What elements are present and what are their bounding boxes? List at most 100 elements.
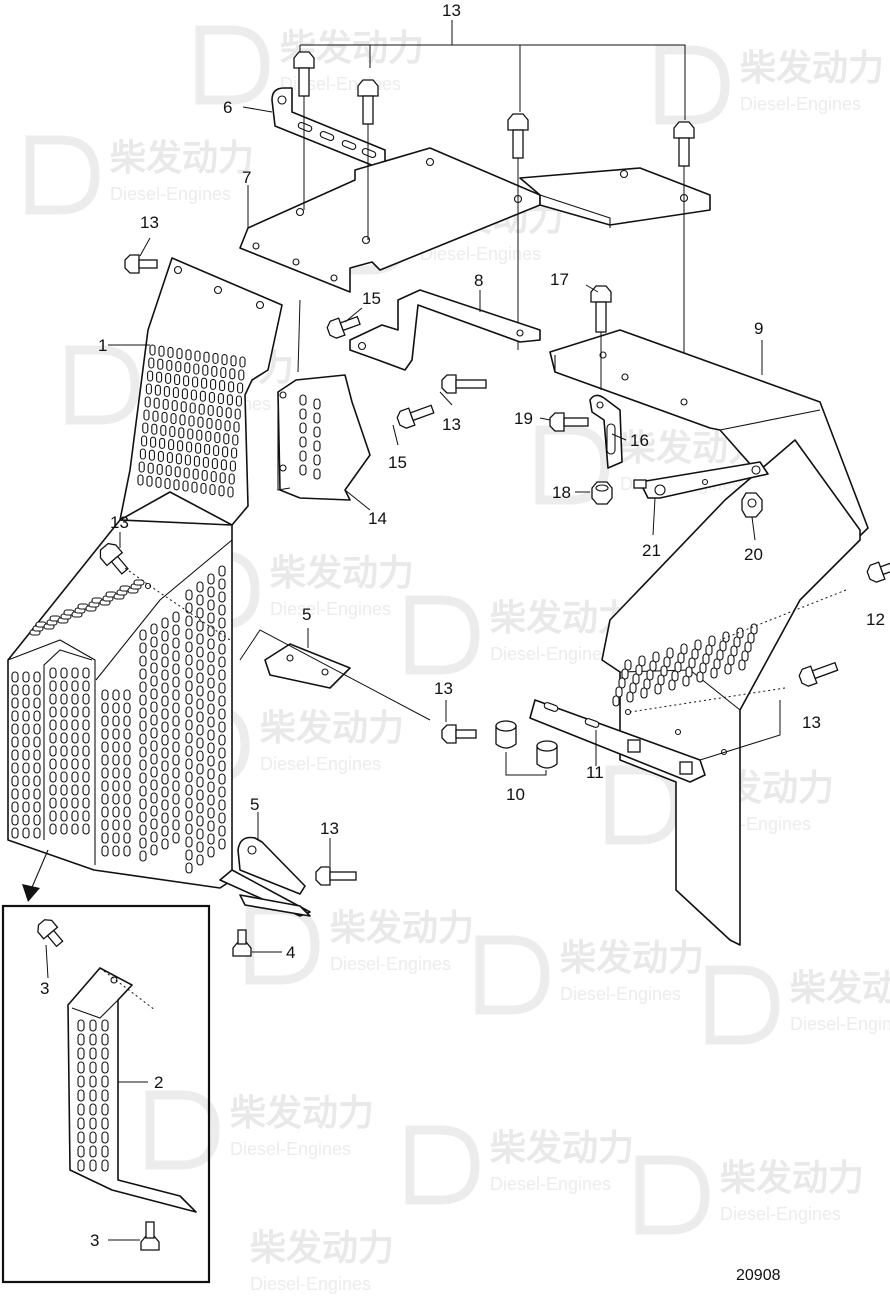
grille-slot <box>225 407 232 419</box>
grille-slot <box>60 823 68 835</box>
callout-15-b: 15 <box>388 453 407 472</box>
callout-13-left: 13 <box>110 513 129 532</box>
grille-slot <box>139 694 147 706</box>
grille-slot <box>185 641 193 653</box>
grille-slot <box>196 841 204 853</box>
grille-slot <box>123 728 131 740</box>
grille-slot <box>196 776 204 788</box>
grille-slot <box>101 1033 109 1046</box>
grille-slot <box>139 850 147 862</box>
grille-slot <box>235 395 242 407</box>
grille-slot <box>207 729 215 741</box>
grille-slot <box>150 766 158 778</box>
grille-slot <box>123 806 131 818</box>
grille-slot <box>138 461 145 473</box>
watermark-logo-icon <box>405 1125 480 1205</box>
grille-slot <box>196 854 204 866</box>
grille-slot <box>196 750 204 762</box>
grille-slot <box>181 388 188 400</box>
grille-slot <box>299 422 307 434</box>
part-14-bracket <box>277 299 371 501</box>
grille-slot <box>671 670 679 682</box>
bolt-13-left-top <box>124 237 158 274</box>
grille-slot <box>171 400 178 412</box>
grille-slot <box>141 435 148 447</box>
grille-slot <box>299 450 307 462</box>
grille-slot <box>60 719 68 731</box>
grille-slot <box>11 788 19 800</box>
grille-slot <box>218 591 226 603</box>
grille-slot <box>161 669 169 681</box>
grille-slot <box>139 720 147 732</box>
grille-slot <box>218 485 225 497</box>
grille-slot <box>172 715 180 727</box>
grille-slot <box>668 679 676 691</box>
grille-slot <box>165 465 172 477</box>
grille-slot <box>218 643 226 655</box>
grille-slot <box>200 482 207 494</box>
grille-slot <box>150 727 158 739</box>
detail-inset <box>1 904 211 1284</box>
grille-slot <box>313 412 321 424</box>
grille-slot <box>71 680 79 692</box>
grille-slot <box>207 664 215 676</box>
watermark-cn: 柴发动力 <box>260 708 404 749</box>
grille-slot <box>101 715 109 727</box>
grille-slot <box>11 671 19 683</box>
down-arrow-icon <box>22 849 49 902</box>
grille-slot <box>185 784 193 796</box>
grille-slot <box>71 784 79 796</box>
grille-slot <box>218 578 226 590</box>
callout-3-b: 3 <box>90 1231 99 1250</box>
grille-slot <box>123 689 131 701</box>
grille-slot <box>123 715 131 727</box>
watermark-logo-icon <box>605 765 680 845</box>
grille-slot <box>101 754 109 766</box>
grille-slot <box>185 654 193 666</box>
grille-slot <box>60 680 68 692</box>
grille-slot <box>207 742 215 754</box>
grille-slot <box>49 771 57 783</box>
grille-slot <box>624 659 632 671</box>
grille-slot <box>207 846 215 858</box>
callout-13-mid: 13 <box>434 679 453 698</box>
grille-slot <box>165 372 172 384</box>
grille-slot <box>218 695 226 707</box>
grille-slot <box>71 758 79 770</box>
grille-slot <box>231 447 238 459</box>
grille-slot <box>11 827 19 839</box>
bolt-17 <box>590 285 612 390</box>
grille-slot <box>152 410 159 422</box>
grille-slot <box>33 710 41 722</box>
grille-slot <box>33 801 41 813</box>
grille-slot <box>196 633 204 645</box>
grille-slot <box>161 799 169 811</box>
grille-1-lower-slots <box>11 565 226 874</box>
grille-slot <box>172 702 180 714</box>
grille-slot <box>112 689 120 701</box>
watermark-en: Diesel-Engines <box>740 94 861 114</box>
grille-slot <box>172 663 180 675</box>
callout-14: 14 <box>368 509 387 528</box>
grille-slot <box>207 638 215 650</box>
grille-slot <box>150 436 157 448</box>
grille-slot <box>150 831 158 843</box>
grille-slot <box>150 649 158 661</box>
hex-bolt-icon <box>37 919 64 948</box>
grille-slot <box>139 746 147 758</box>
watermark-cn: 柴发动力 <box>790 968 890 1009</box>
callout-6: 6 <box>223 98 232 117</box>
grille-slot <box>60 771 68 783</box>
grille-slot <box>177 440 184 452</box>
grille-slot <box>214 432 221 444</box>
grille-slot <box>220 459 227 471</box>
grille-slot <box>632 673 640 685</box>
grille-slot <box>145 383 152 395</box>
grille-slot <box>313 468 321 480</box>
grille-slot <box>89 1089 97 1102</box>
grille-slot <box>724 663 732 675</box>
watermark-en: Diesel-Engines <box>250 1274 371 1294</box>
grille-slot <box>180 401 187 413</box>
grille-slot <box>660 665 668 677</box>
grille-slot <box>49 706 57 718</box>
